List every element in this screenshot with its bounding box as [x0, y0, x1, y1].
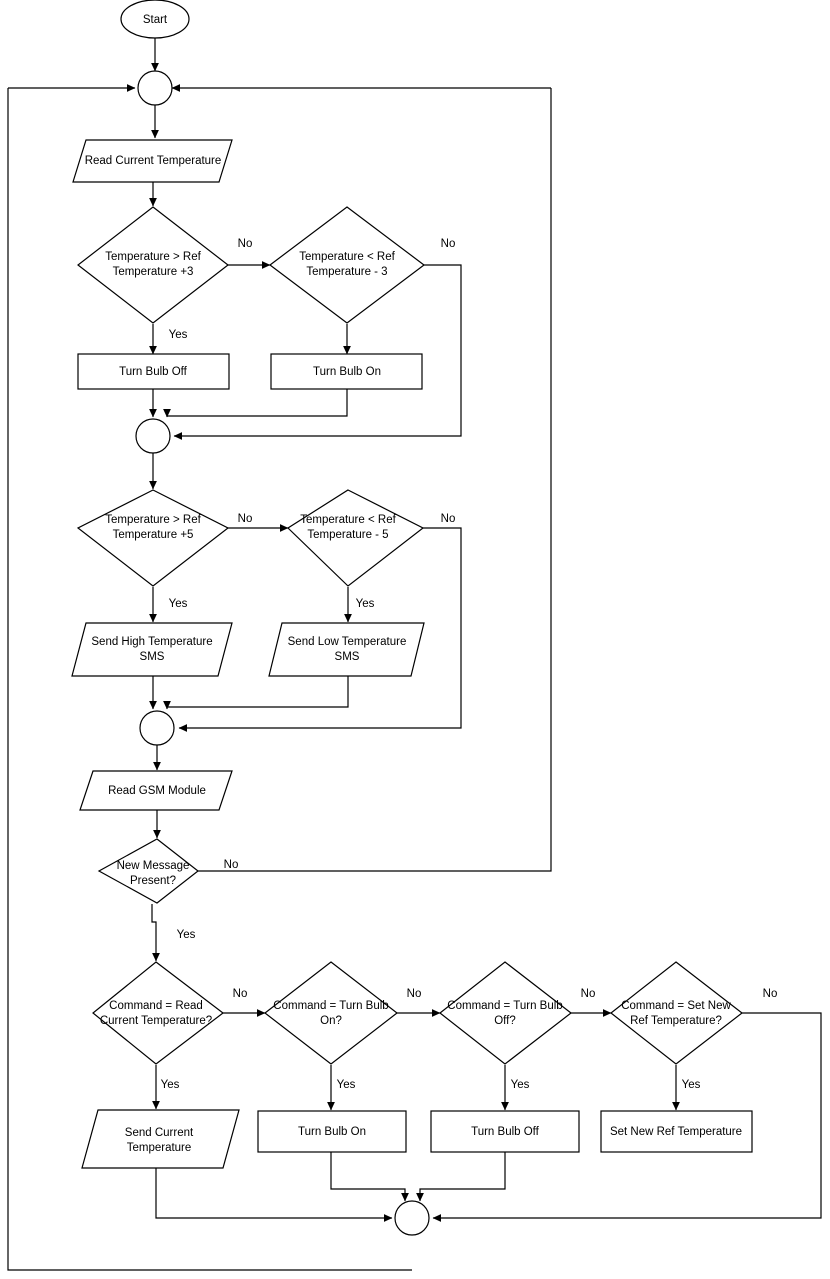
node-decision-cmd-read-current-temp-line1: Command = Read	[109, 1000, 203, 1012]
node-read-current-temperature[interactable]: Read Current Temperature	[72, 139, 233, 183]
node-set-new-ref-temperature-label: Set New Ref Temperature	[610, 1126, 742, 1138]
node-decision-cmd-read-current-temp-line2: Current Temperature?	[100, 1015, 212, 1027]
node-decision-temp-gt-ref-plus5[interactable]: Temperature > Ref Temperature +5	[76, 489, 230, 587]
edge-label-newmsg-yes: Yes	[177, 929, 196, 941]
node-turn-bulb-off-1[interactable]: Turn Bulb Off	[77, 353, 230, 390]
edge-label-cmdsetref-yes: Yes	[682, 1079, 701, 1091]
edge-label-decm3-no: No	[441, 238, 456, 250]
node-turn-bulb-on-1-label: Turn Bulb On	[313, 366, 381, 378]
node-turn-bulb-on-2-label: Turn Bulb On	[298, 1126, 366, 1138]
node-decision-temp-lt-ref-minus5[interactable]: Temperature < Ref Temperature - 5	[287, 489, 425, 587]
node-set-new-ref-temperature[interactable]: Set New Ref Temperature	[600, 1110, 753, 1153]
node-turn-bulb-off-2[interactable]: Turn Bulb Off	[430, 1110, 580, 1153]
edge-label-cmdoff-yes: Yes	[511, 1079, 530, 1091]
node-send-high-temperature-sms[interactable]: Send High Temperature SMS	[71, 622, 233, 677]
edge-label-cmdread-no: No	[233, 988, 248, 1000]
node-send-low-temperature-sms-line2: SMS	[335, 651, 360, 663]
edge-label-cmdon-yes: Yes	[337, 1079, 356, 1091]
edge-bulboff2-to-bottom-merge	[416, 1152, 506, 1202]
node-send-low-temperature-sms[interactable]: Send Low Temperature SMS	[268, 622, 425, 677]
edge-cmdsetref-no-riser	[432, 1012, 822, 1222]
node-turn-bulb-off-2-label: Turn Bulb Off	[471, 1126, 540, 1138]
node-decision-cmd-turn-bulb-on[interactable]: Command = Turn Bulb On?	[264, 961, 398, 1065]
node-decision-temp-gt-ref-plus3[interactable]: Temperature > Ref Temperature +3	[77, 206, 229, 324]
node-decision-temp-lt-ref-minus5-line2: Temperature - 5	[307, 529, 388, 541]
node-start[interactable]: Start	[120, 0, 190, 39]
node-send-high-temperature-sms-line1: Send High Temperature	[91, 636, 212, 648]
node-send-low-temperature-sms-line1: Send Low Temperature	[288, 636, 407, 648]
edge-label-newmsg-no: No	[224, 859, 239, 871]
edge-label-dec5-no: No	[238, 513, 253, 525]
node-decision-temp-lt-ref-minus3-line2: Temperature - 3	[306, 266, 387, 278]
node-decision-new-message[interactable]: New Message Present?	[97, 838, 199, 904]
edge-label-cmdon-no: No	[407, 988, 422, 1000]
connector-layer	[7, 38, 822, 1271]
node-send-current-temperature-line1: Send Current	[125, 1127, 194, 1139]
node-send-current-temperature-line2: Temperature	[127, 1142, 192, 1154]
node-decision-temp-gt-ref-plus3-line1: Temperature > Ref	[105, 251, 201, 263]
node-decision-temp-lt-ref-minus5-line1: Temperature < Ref	[300, 514, 396, 526]
node-send-current-temperature[interactable]: Send Current Temperature	[81, 1109, 240, 1169]
node-decision-temp-lt-ref-minus3-line1: Temperature < Ref	[299, 251, 395, 263]
node-turn-bulb-on-2[interactable]: Turn Bulb On	[257, 1110, 407, 1153]
node-decision-cmd-turn-bulb-on-line2: On?	[320, 1015, 342, 1027]
node-decision-new-message-line1: New Message	[117, 860, 190, 872]
node-start-label: Start	[143, 14, 168, 26]
edge-label-dec3-no: No	[238, 238, 253, 250]
edge-bulbon-to-merge1	[163, 388, 348, 418]
edge-label-dec3-yes: Yes	[169, 329, 188, 341]
edge-no-message-riser	[198, 88, 552, 872]
edge-label-cmdread-yes: Yes	[161, 1079, 180, 1091]
node-decision-cmd-turn-bulb-off[interactable]: Command = Turn Bulb Off?	[439, 961, 572, 1065]
node-decision-cmd-set-new-ref-line1: Command = Set New	[621, 1000, 731, 1012]
edge-decm3-no-riser	[173, 264, 462, 440]
edge-lowsms-to-merge2	[163, 676, 349, 710]
node-decision-new-message-line2: Present?	[130, 875, 176, 887]
node-decision-cmd-set-new-ref[interactable]: Command = Set New Ref Temperature?	[610, 961, 743, 1065]
node-decision-temp-gt-ref-plus3-line2: Temperature +3	[113, 266, 194, 278]
edge-bulbon2-to-bottom-merge	[330, 1152, 409, 1202]
edge-label-layer: No No Yes No No Yes Yes No Yes No No No …	[161, 238, 778, 1091]
node-decision-temp-lt-ref-minus3[interactable]: Temperature < Ref Temperature - 3	[269, 206, 425, 324]
edge-global-return-left-riser	[7, 88, 412, 1271]
node-merge-2[interactable]	[139, 710, 175, 746]
node-read-gsm-module-label: Read GSM Module	[108, 785, 206, 797]
edge-decm5-no-riser	[178, 527, 462, 732]
edge-label-dec5-yes: Yes	[169, 598, 188, 610]
edge-label-cmdoff-no: No	[581, 988, 596, 1000]
node-decision-cmd-turn-bulb-off-line2: Off?	[494, 1015, 516, 1027]
edge-sendcurtemp-to-bottom-merge	[155, 1168, 393, 1222]
node-decision-cmd-turn-bulb-off-line1: Command = Turn Bulb	[447, 1000, 562, 1012]
node-read-current-temperature-label: Read Current Temperature	[85, 155, 222, 167]
edge-label-decm5-no: No	[441, 513, 456, 525]
node-decision-cmd-set-new-ref-line2: Ref Temperature?	[630, 1015, 722, 1027]
edge-label-cmdsetref-no: No	[763, 988, 778, 1000]
node-decision-temp-gt-ref-plus5-line2: Temperature +5	[113, 529, 194, 541]
edge-label-decm5-yes: Yes	[356, 598, 375, 610]
node-merge-bottom[interactable]	[394, 1200, 430, 1236]
node-decision-temp-gt-ref-plus5-line1: Temperature > Ref	[105, 514, 201, 526]
node-turn-bulb-off-1-label: Turn Bulb Off	[119, 366, 188, 378]
node-read-gsm-module[interactable]: Read GSM Module	[79, 770, 233, 811]
edge-newmsg-yes-down	[151, 904, 160, 962]
node-send-high-temperature-sms-line2: SMS	[140, 651, 165, 663]
node-merge-top[interactable]	[137, 70, 173, 106]
node-turn-bulb-on-1[interactable]: Turn Bulb On	[270, 353, 423, 390]
node-decision-cmd-turn-bulb-on-line1: Command = Turn Bulb	[273, 1000, 388, 1012]
node-decision-cmd-read-current-temp[interactable]: Command = Read Current Temperature?	[92, 961, 224, 1065]
node-merge-1[interactable]	[135, 418, 171, 454]
